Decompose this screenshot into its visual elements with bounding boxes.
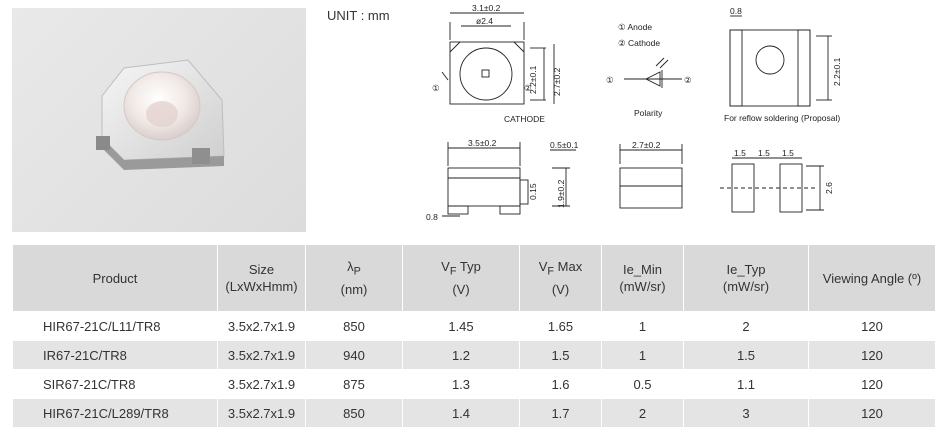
- dim-height1: 2.2±0.1: [528, 65, 538, 94]
- cell-size: 3.5x2.7x1.9: [217, 369, 306, 399]
- table-header-row: Product Size(LxWxHmm) λP(nm) VF Typ(V) V…: [12, 244, 936, 312]
- legend-anode: ① Anode: [618, 22, 652, 32]
- cell-size: 3.5x2.7x1.9: [217, 398, 306, 428]
- cell-angle: 120: [808, 369, 936, 399]
- col-product: Product: [12, 244, 218, 312]
- cell-product: HIR67-21C/L289/TR8: [12, 398, 218, 428]
- dim-side-bottom: 0.8: [426, 212, 438, 222]
- dim-lens-dia: ø2.4: [476, 16, 493, 26]
- cell-vf-max: 1.65: [519, 311, 602, 341]
- polarity-pin2: ②: [684, 75, 692, 85]
- dim-land-h: 2.6: [824, 182, 834, 194]
- spec-table: Product Size(LxWxHmm) λP(nm) VF Typ(V) V…: [12, 244, 936, 428]
- package-drawings: 3.1±0.2 ø2.4 2.2±0.1 2.7±0.2 ① ② CATHODE…: [426, 3, 842, 222]
- cell-angle: 120: [808, 311, 936, 341]
- dim-end-width: 2.7±0.2: [632, 140, 661, 150]
- cell-vf-typ: 1.3: [402, 369, 520, 399]
- cell-ie-typ: 3: [683, 398, 809, 428]
- cell-vf-max: 1.5: [519, 340, 602, 370]
- cell-product: SIR67-21C/TR8: [12, 369, 218, 399]
- cathode-label: CATHODE: [504, 114, 545, 124]
- dim-land-3: 1.5: [782, 148, 794, 158]
- dim-side-lead: 0.5±0.1: [550, 140, 579, 150]
- pin1-label: ①: [432, 83, 440, 93]
- cell-size: 3.5x2.7x1.9: [217, 340, 306, 370]
- cell-ie-min: 0.5: [601, 369, 684, 399]
- dim-pad-height: 2.2±0.1: [832, 57, 842, 86]
- pin2-label: ②: [524, 83, 532, 93]
- cell-lambda: 850: [305, 398, 403, 428]
- dim-side-length: 3.5±0.2: [468, 138, 497, 148]
- col-angle: Viewing Angle (º): [808, 244, 936, 312]
- cell-vf-max: 1.6: [519, 369, 602, 399]
- cell-vf-max: 1.7: [519, 398, 602, 428]
- cell-vf-typ: 1.45: [402, 311, 520, 341]
- dim-land-2: 1.5: [758, 148, 770, 158]
- dim-side-standoff: 0.15: [528, 183, 538, 200]
- cell-angle: 120: [808, 340, 936, 370]
- cell-ie-min: 1: [601, 311, 684, 341]
- dim-land-1: 1.5: [734, 148, 746, 158]
- table-row: SIR67-21C/TR8 3.5x2.7x1.9 875 1.3 1.6 0.…: [12, 369, 936, 399]
- cell-ie-min: 1: [601, 340, 684, 370]
- polarity-pin1: ①: [606, 75, 614, 85]
- legend-cathode: ② Cathode: [618, 38, 660, 48]
- cell-lambda: 940: [305, 340, 403, 370]
- cell-ie-min: 2: [601, 398, 684, 428]
- col-vf-typ: VF Typ(V): [402, 244, 520, 312]
- dim-height2: 2.7±0.2: [552, 67, 562, 96]
- polarity-label: Polarity: [634, 108, 663, 118]
- cell-ie-typ: 2: [683, 311, 809, 341]
- cell-size: 3.5x2.7x1.9: [217, 311, 306, 341]
- col-ie-min: Ie_Min(mW/sr): [601, 244, 684, 312]
- col-lambda: λP(nm): [305, 244, 403, 312]
- cell-product: IR67-21C/TR8: [12, 340, 218, 370]
- table-row: IR67-21C/TR8 3.5x2.7x1.9 940 1.2 1.5 1 1…: [12, 340, 936, 370]
- dim-top-width: 3.1±0.2: [472, 3, 501, 13]
- cell-ie-typ: 1.5: [683, 340, 809, 370]
- cell-lambda: 850: [305, 311, 403, 341]
- cell-ie-typ: 1.1: [683, 369, 809, 399]
- dim-side-height: 1.9±0.2: [556, 179, 566, 208]
- unit-label: UNIT : mm: [327, 8, 390, 23]
- cell-lambda: 875: [305, 369, 403, 399]
- cell-vf-typ: 1.4: [402, 398, 520, 428]
- cell-angle: 120: [808, 398, 936, 428]
- col-size: Size(LxWxHmm): [217, 244, 306, 312]
- dim-pad-width: 0.8: [730, 6, 742, 16]
- col-vf-max: VF Max(V): [519, 244, 602, 312]
- table-row: HIR67-21C/L289/TR8 3.5x2.7x1.9 850 1.4 1…: [12, 398, 936, 428]
- table-row: HIR67-21C/L11/TR8 3.5x2.7x1.9 850 1.45 1…: [12, 311, 936, 341]
- product-photo: [12, 8, 306, 232]
- reflow-label: For reflow soldering (Proposal): [724, 113, 840, 123]
- led-image: [96, 59, 225, 170]
- cell-vf-typ: 1.2: [402, 340, 520, 370]
- col-ie-typ: Ie_Typ(mW/sr): [683, 244, 809, 312]
- cell-product: HIR67-21C/L11/TR8: [12, 311, 218, 341]
